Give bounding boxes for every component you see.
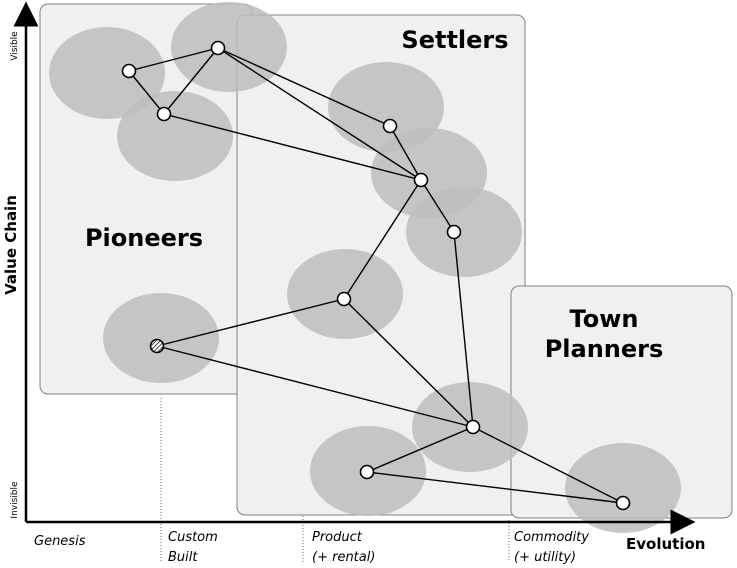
blob xyxy=(171,2,287,92)
component-node xyxy=(465,419,481,435)
edge xyxy=(156,298,345,347)
edge xyxy=(156,345,474,428)
component-node xyxy=(446,224,462,240)
x-axis-title: Evolution xyxy=(626,535,705,553)
edge xyxy=(366,471,624,504)
edge xyxy=(420,179,455,233)
component-node xyxy=(413,172,429,188)
edge xyxy=(343,179,422,300)
blob xyxy=(406,187,522,277)
town-planners-label-line2: Planners xyxy=(545,335,664,363)
y-axis-bottom-label: Invisible xyxy=(10,481,20,519)
component-node xyxy=(156,106,172,122)
town-planners-label-line1: Town xyxy=(570,305,639,333)
dependency-lines xyxy=(128,47,624,504)
y-axis-top-label: Visible xyxy=(10,31,20,61)
edge xyxy=(472,426,624,504)
edge xyxy=(128,70,165,115)
component-node xyxy=(615,495,631,511)
component-node xyxy=(336,291,352,307)
component-blobs xyxy=(49,2,681,533)
edge xyxy=(453,231,474,428)
edge xyxy=(128,47,219,72)
component-node xyxy=(121,63,137,79)
edge xyxy=(217,47,391,127)
stage-commodity-line2: (+ utility) xyxy=(514,550,576,565)
edge xyxy=(389,125,422,181)
stage-product-line2: (+ rental) xyxy=(312,550,375,565)
stage-genesis: Genesis xyxy=(34,534,86,549)
y-axis-title: Value Chain xyxy=(2,195,20,295)
blob xyxy=(103,293,219,383)
edge xyxy=(163,47,219,115)
hatched-component-node xyxy=(149,338,165,354)
stage-commodity-line1: Commodity xyxy=(514,530,589,545)
stage-product-line1: Product xyxy=(312,530,363,545)
stage-custom-line1: Custom xyxy=(168,530,218,545)
component-node xyxy=(382,118,398,134)
stage-custom-line2: Built xyxy=(168,550,198,565)
blob xyxy=(49,27,165,119)
blob xyxy=(565,443,681,533)
component-node xyxy=(210,40,226,56)
pioneers-label: Pioneers xyxy=(85,224,203,252)
edge xyxy=(217,47,422,181)
edge xyxy=(366,426,474,473)
edge xyxy=(343,298,474,428)
settlers-label: Settlers xyxy=(401,26,508,54)
blob xyxy=(117,91,233,181)
component-nodes xyxy=(121,40,631,511)
edge xyxy=(163,113,422,181)
component-node xyxy=(359,464,375,480)
